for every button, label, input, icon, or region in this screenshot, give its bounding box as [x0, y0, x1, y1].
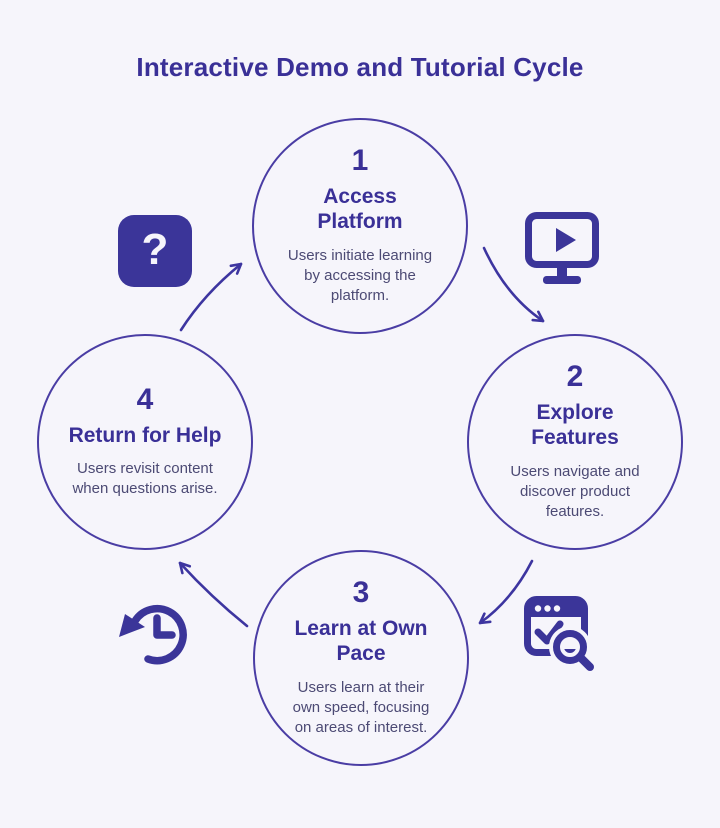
step-number: 1 [351, 143, 369, 177]
step-title: Return for Help [68, 423, 222, 447]
step-number: 4 [136, 382, 154, 416]
step-number: 3 [352, 575, 370, 609]
step-title: Access Platform [317, 184, 403, 234]
question-mark-icon: ? [118, 215, 192, 287]
page-title: Interactive Demo and Tutorial Cycle [136, 52, 584, 82]
step-description: Users revisit content when questions ari… [72, 460, 218, 498]
question-glyph: ? [141, 225, 169, 274]
step-description: Users navigate and discover product feat… [510, 462, 640, 521]
step-number: 2 [566, 359, 584, 393]
step-title: Explore Features [531, 400, 619, 450]
monitor-play-icon [523, 211, 601, 292]
step-circle-explore-features: 2 Explore Features Users navigate and di… [467, 334, 683, 550]
step-description: Users initiate learning by accessing the… [287, 246, 433, 305]
step-circle-access-platform: 1 Access Platform Users initiate learnin… [252, 118, 468, 334]
step-circle-return-for-help: 4 Return for Help Users revisit content … [37, 334, 253, 550]
step-description: Users learn at their own speed, focusing… [292, 678, 430, 737]
clock-history-icon [111, 595, 195, 676]
step-title: Learn at Own Pace [294, 616, 428, 666]
browser-search-icon [523, 594, 600, 679]
step-circle-learn-at-own-pace: 3 Learn at Own Pace Users learn at their… [253, 550, 469, 766]
